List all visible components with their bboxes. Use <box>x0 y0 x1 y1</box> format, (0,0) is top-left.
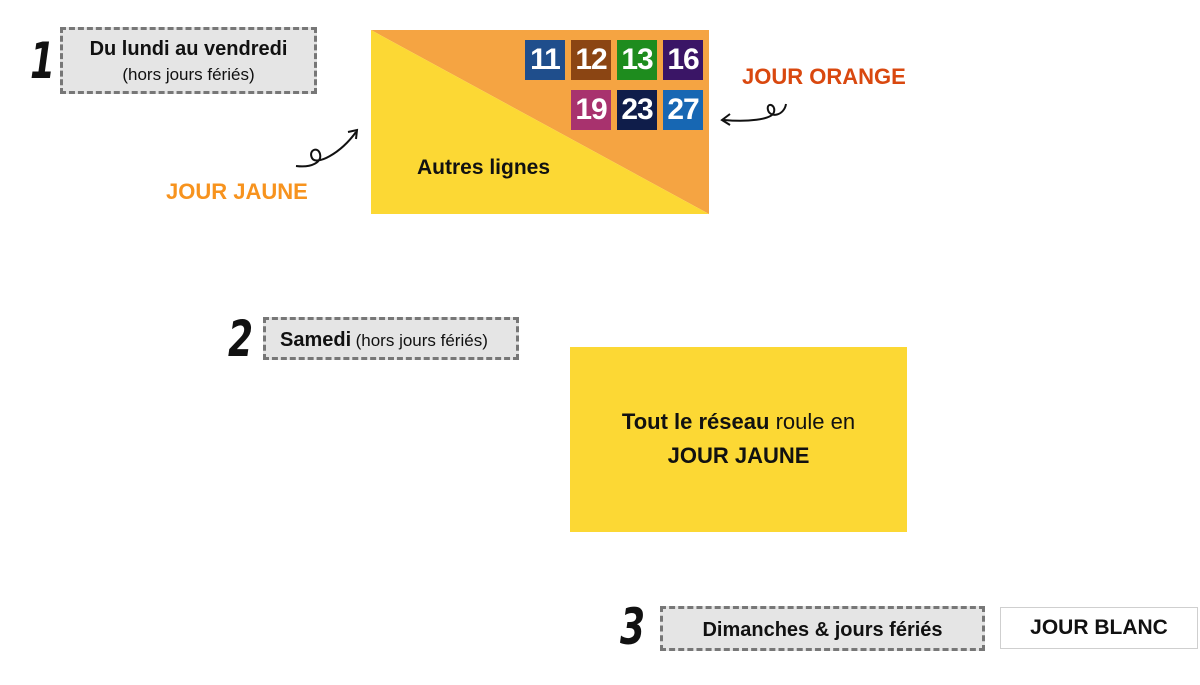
saturday-info-line: Tout le réseau roule en <box>570 409 907 435</box>
step-number-1: 1 <box>30 32 56 90</box>
weekday-label-box: Du lundi au vendredi (hors jours fériés) <box>60 27 317 94</box>
yellow-day-area <box>371 30 709 214</box>
step-number-2: 2 <box>228 310 254 368</box>
sunday-label-box: Dimanches & jours fériés <box>660 606 985 651</box>
line-badge-16: 16 <box>663 40 703 80</box>
curly-arrow-icon <box>295 128 359 168</box>
line-badge-11: 11 <box>525 40 565 80</box>
saturday-info-text: roule en <box>775 409 856 434</box>
saturday-title: Samedi <box>280 329 352 351</box>
weekday-subtitle: (hors jours fériés) <box>122 65 255 84</box>
saturday-day-label: JOUR JAUNE <box>667 443 810 468</box>
other-lines-label: Autres lignes <box>417 156 551 179</box>
saturday-info-box: Tout le réseau roule en JOUR JAUNE <box>570 347 907 532</box>
weekday-title: Du lundi au vendredi <box>89 38 288 60</box>
yellow-day-legend: JOUR JAUNE <box>166 179 308 204</box>
line-badge-13: 13 <box>617 40 657 80</box>
curly-arrow-icon <box>720 103 787 126</box>
orange-day-legend: JOUR ORANGE <box>742 64 906 89</box>
line-badge-23: 23 <box>617 90 657 130</box>
saturday-info-bold: Tout le réseau <box>621 409 770 434</box>
line-badge-19: 19 <box>571 90 611 130</box>
saturday-label-box: Samedi (hors jours fériés) <box>263 317 519 360</box>
line-badge-12: 12 <box>571 40 611 80</box>
white-day-label: JOUR BLANC <box>1030 616 1168 639</box>
line-badge-27: 27 <box>663 90 703 130</box>
sunday-title: Dimanches & jours fériés <box>702 619 943 641</box>
saturday-subtitle: (hors jours fériés) <box>355 331 488 350</box>
white-day-box: JOUR BLANC <box>1000 607 1198 649</box>
step-number-3: 3 <box>620 598 646 656</box>
